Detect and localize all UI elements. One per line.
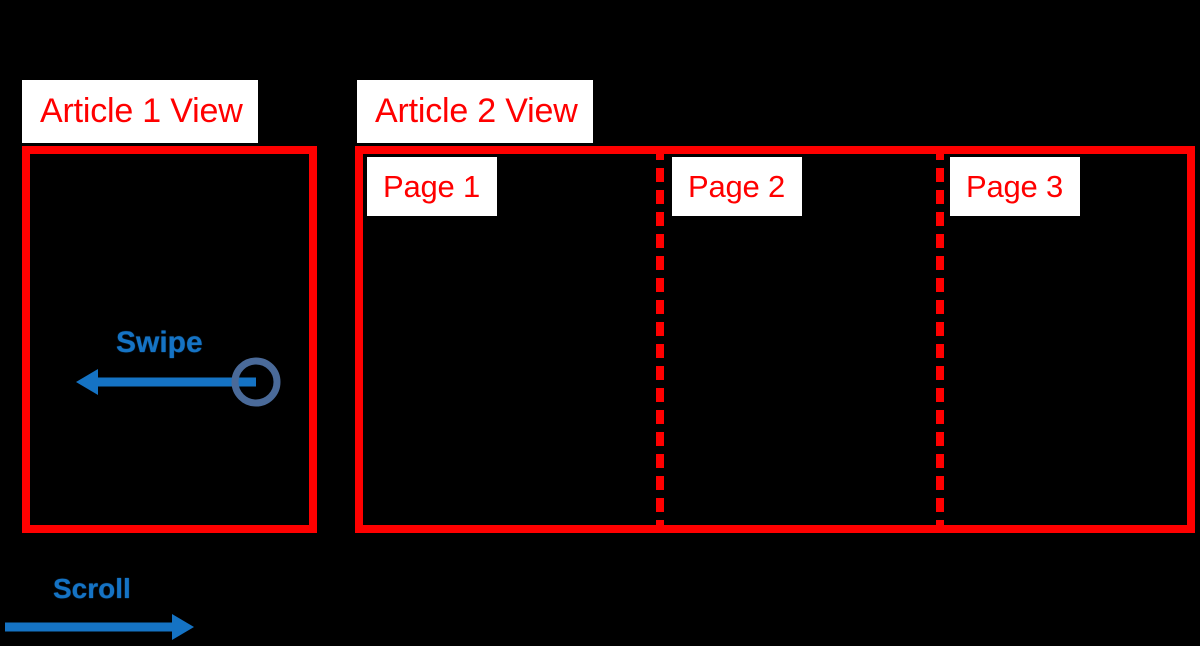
swipe-arrow-icon [76, 357, 281, 407]
page-1-label: Page 1 [367, 157, 497, 216]
page-divider-2 [936, 146, 944, 533]
swipe-gesture-label: Swipe [116, 326, 203, 359]
scroll-arrow-head [172, 614, 194, 640]
scroll-gesture-label: Scroll [53, 573, 131, 604]
article-1-view-label: Article 1 View [22, 80, 258, 143]
page-2-label: Page 2 [672, 157, 802, 216]
touch-point-circle-icon [231, 357, 281, 407]
swipe-arrow-head [76, 369, 98, 395]
scroll-arrow-icon [5, 614, 194, 640]
page-3-label: Page 3 [950, 157, 1080, 216]
article-2-view-label: Article 2 View [357, 80, 593, 143]
article-1-view-frame [22, 146, 317, 533]
article-2-view-frame [355, 146, 1195, 533]
page-divider-1 [656, 146, 664, 533]
